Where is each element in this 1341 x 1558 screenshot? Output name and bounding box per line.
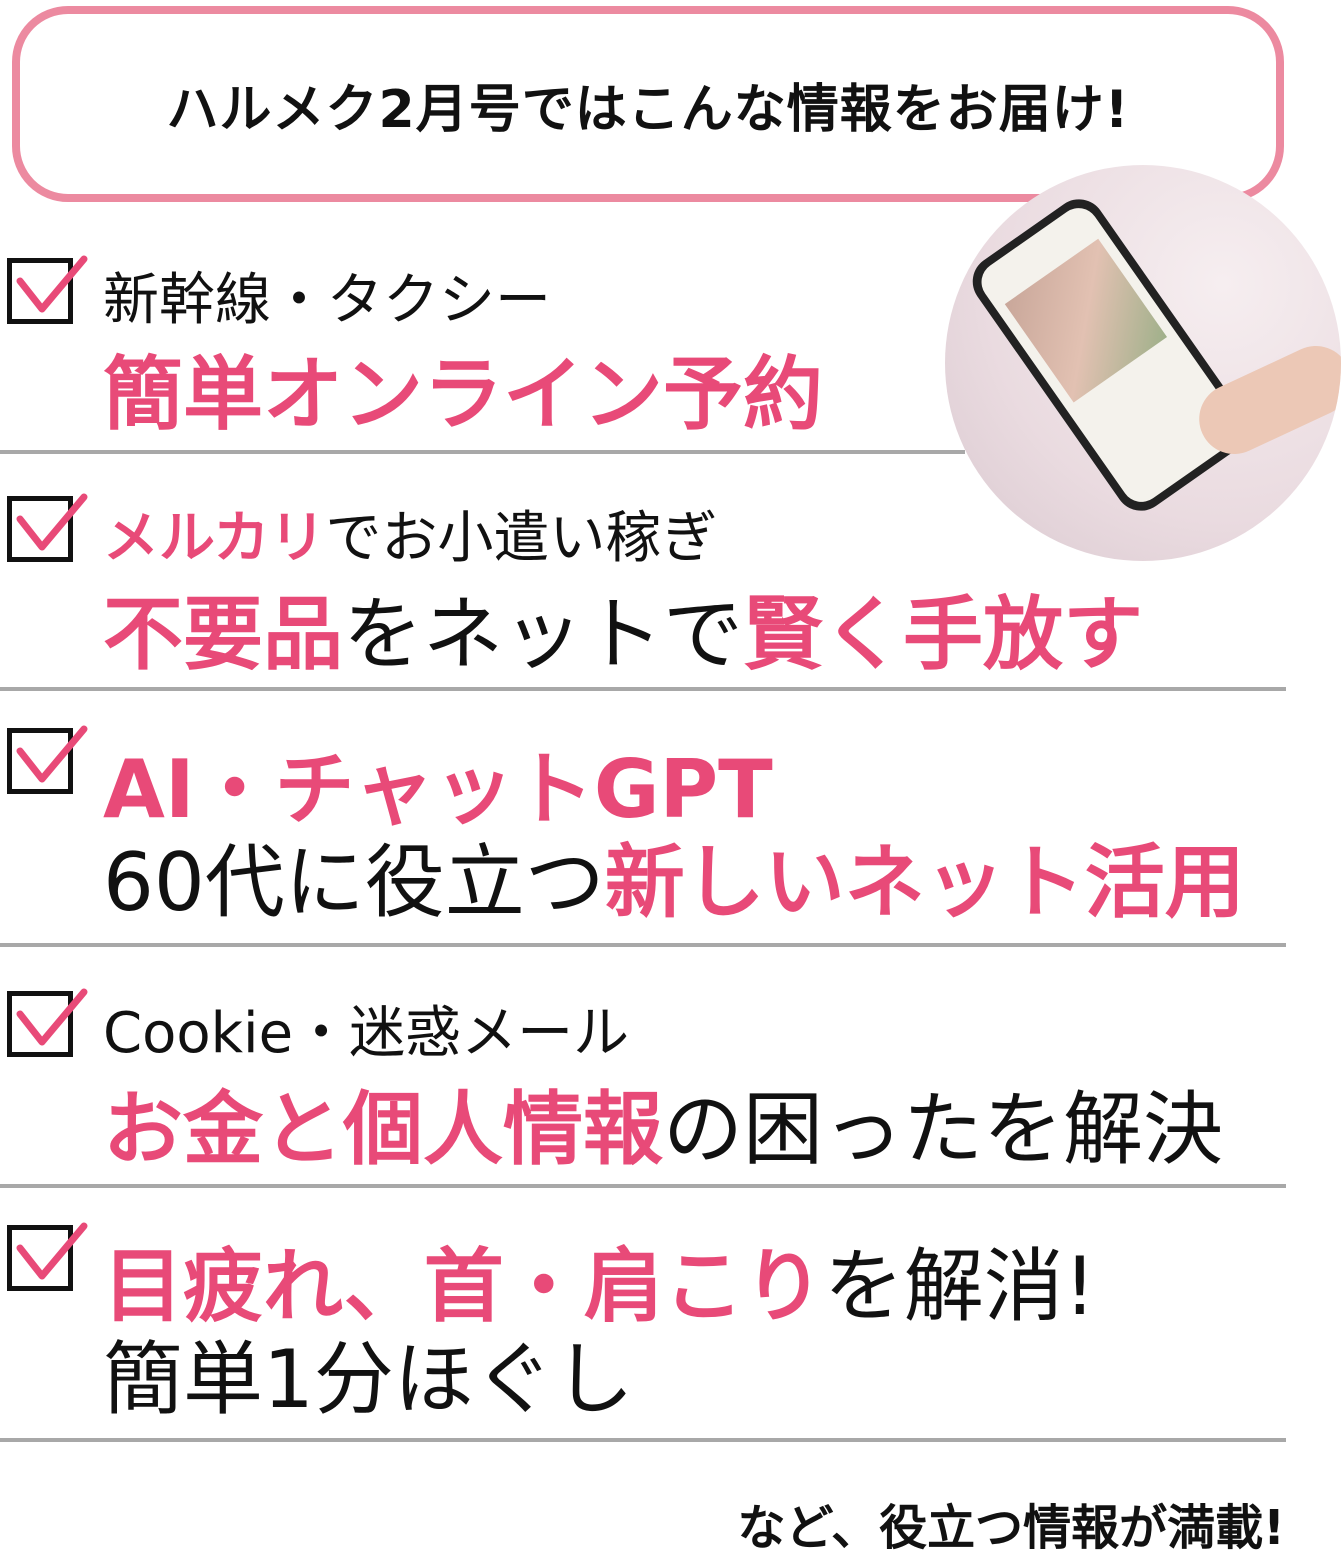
footer-note: など、役立つ情報が満載!	[737, 1500, 1286, 1556]
phone-image	[962, 189, 1258, 521]
item-1-line1: 新幹線・タクシー	[103, 255, 551, 336]
divider	[0, 943, 1286, 947]
smartphone-photo	[945, 165, 1341, 561]
checkbox-checked-icon	[7, 493, 88, 562]
checkbox-checked-icon	[7, 1222, 88, 1291]
item-2-line2: 不要品をネットで賢く手放す	[103, 570, 1143, 686]
item-2-line1: メルカリでお小遣い稼ぎ	[103, 493, 717, 574]
body-text: 簡単1分ほぐし	[103, 1333, 634, 1426]
highlight-text: 賢く手放す	[743, 588, 1143, 681]
body-text: Cookie・迷惑メール	[103, 1001, 630, 1066]
finger-image	[1187, 334, 1341, 466]
item-5-line2: 簡単1分ほぐし	[103, 1315, 634, 1431]
divider	[0, 450, 965, 454]
body-text: 60代に役立つ	[103, 836, 605, 929]
body-text: でお小遣い稼ぎ	[325, 506, 718, 571]
body-text: をネットで	[343, 588, 743, 681]
item-4-line1: Cookie・迷惑メール	[103, 988, 629, 1069]
highlight-text: メルカリ	[103, 506, 326, 571]
checkbox-checked-icon	[7, 725, 88, 794]
header-banner: ハルメク2月号ではこんな情報をお届け!	[12, 6, 1284, 202]
highlight-text: お金と個人情報	[103, 1083, 663, 1176]
item-1-line2: 簡単オンライン予約	[103, 330, 823, 446]
divider	[0, 687, 1286, 691]
highlight-text: 不要品	[103, 588, 343, 681]
item-4-line2: お金と個人情報の困ったを解決	[103, 1065, 1223, 1181]
body-text: 新幹線・タクシー	[103, 268, 551, 333]
checkbox-checked-icon	[7, 255, 88, 324]
highlight-text: 新しいネット活用	[604, 836, 1245, 929]
highlight-text: AI・チャットGPT	[103, 743, 773, 836]
highlight-text: 簡単オンライン予約	[103, 348, 823, 441]
item-3-line1: AI・チャットGPT	[103, 725, 773, 841]
item-3-line2: 60代に役立つ新しいネット活用	[103, 818, 1245, 934]
item-5-line1: 目疲れ、首・肩こりを解消!	[103, 1222, 1096, 1338]
highlight-text: 目疲れ、首・肩こり	[103, 1240, 824, 1333]
body-text: の困ったを解決	[663, 1083, 1223, 1176]
checkbox-checked-icon	[7, 988, 88, 1057]
body-text: を解消!	[823, 1240, 1096, 1333]
divider	[0, 1438, 1286, 1442]
header-title: ハルメク2月号ではこんな情報をお届け!	[166, 79, 1130, 140]
divider	[0, 1184, 1286, 1188]
